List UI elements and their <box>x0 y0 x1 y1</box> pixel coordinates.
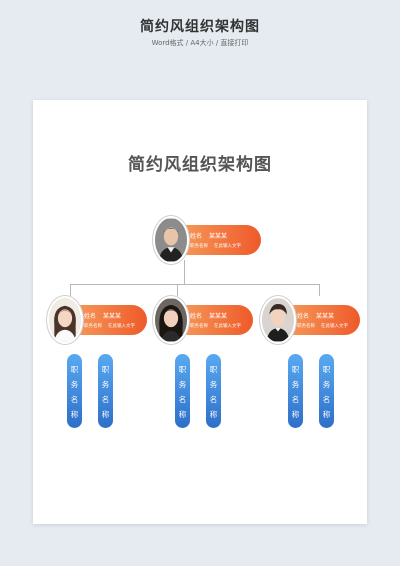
avatar <box>153 216 189 264</box>
role-pill: 职务名称 <box>98 354 113 428</box>
header-subtitle: Word格式 / A4大小 / 直接打印 <box>151 39 249 47</box>
connector-line <box>184 260 185 284</box>
person-name: 某某某 <box>209 233 228 240</box>
role-desc: 在此输入文字 <box>214 244 241 249</box>
role-title: 职务名称 <box>190 244 208 249</box>
header-title: 简约风组织架构图 <box>140 19 260 35</box>
role-pill: 职务名称 <box>67 354 82 428</box>
connector-line <box>70 284 319 285</box>
org-card-left: 姓名某某某 职务名称 在此输入文字 <box>47 296 149 344</box>
role-desc: 在此输入文字 <box>214 324 241 329</box>
role-pill: 职务名称 <box>175 354 190 428</box>
person-name: 某某某 <box>209 313 228 320</box>
person-name: 某某某 <box>316 313 335 320</box>
name-label: 姓名 <box>190 233 203 240</box>
document-title: 简约风组织架构图 <box>128 155 272 175</box>
person-name: 某某某 <box>103 313 122 320</box>
role-desc: 在此输入文字 <box>108 324 135 329</box>
name-label: 姓名 <box>84 313 97 320</box>
role-title: 职务名称 <box>297 324 315 329</box>
role-title: 职务名称 <box>190 324 208 329</box>
role-pill: 职务名称 <box>288 354 303 428</box>
connector-line <box>70 284 71 296</box>
document-page: 简约风组织架构图 姓名某某某 职务名称在此输入文字 姓名某某某 职务名称在此输入… <box>33 100 367 524</box>
avatar <box>47 296 83 344</box>
role-pill: 职务名称 <box>206 354 221 428</box>
org-card-middle: 姓名某某某 职务名称 在此输入文字 <box>153 296 257 344</box>
connector-line <box>177 284 178 296</box>
avatar <box>260 296 296 344</box>
name-label: 姓名 <box>190 313 203 320</box>
org-card-right: 姓名某某某 职务名称 在此输入文字 <box>260 296 362 344</box>
avatar <box>153 296 189 344</box>
connector-line <box>319 284 320 296</box>
name-label: 姓名 <box>297 313 310 320</box>
org-card-top: 姓名某某某 职务名称 在此输入文字 <box>153 216 265 264</box>
role-pill: 职务名称 <box>319 354 334 428</box>
role-desc: 在此输入文字 <box>321 324 348 329</box>
role-title: 职务名称 <box>84 324 102 329</box>
